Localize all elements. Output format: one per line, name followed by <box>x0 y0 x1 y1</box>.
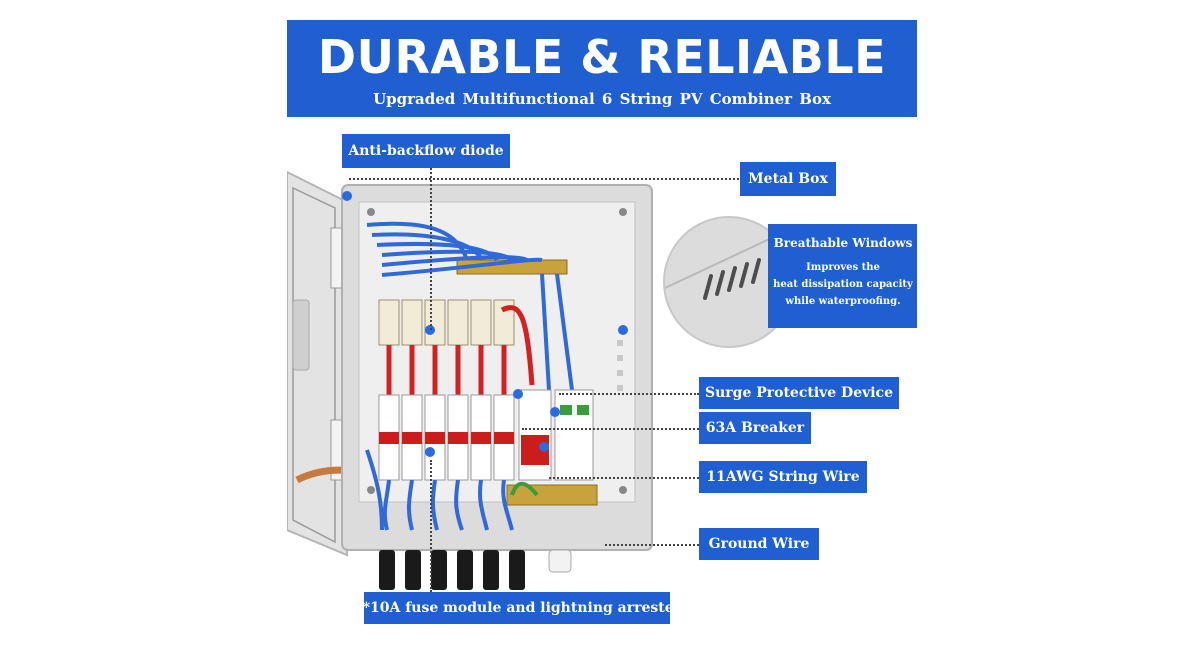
callout-ground-wire: Ground Wire <box>699 528 819 560</box>
leader-line <box>349 178 739 180</box>
page-subtitle: Upgraded Multifunctional 6 String PV Com… <box>373 90 831 108</box>
leader-line <box>430 460 432 592</box>
product-panel: DURABLE & RELIABLE Upgraded Multifunctio… <box>287 20 917 652</box>
breathable-windows-line: heat dissipation capacity <box>773 279 913 290</box>
combiner-box-illustration <box>287 170 653 590</box>
callout-11awg-string-wire: 11AWG String Wire <box>699 461 867 493</box>
leader-line <box>522 428 699 430</box>
header-banner: DURABLE & RELIABLE Upgraded Multifunctio… <box>287 20 917 117</box>
leader-line <box>549 477 699 479</box>
breathable-windows-title: Breathable Windows <box>773 236 913 250</box>
callout-fuse-module: 6*10A fuse module and lightning arrester <box>353 592 681 624</box>
page-title: DURABLE & RELIABLE <box>317 30 887 84</box>
breathable-windows-line: while waterproofing. <box>785 296 901 307</box>
leader-line <box>559 393 699 395</box>
leader-line <box>605 544 699 546</box>
callout-63a-breaker: 63A Breaker <box>699 412 811 444</box>
breathable-windows-line: Improves the <box>806 262 880 273</box>
callout-anti-backflow-diode: Anti-backflow diode <box>342 134 510 168</box>
leader-line <box>430 168 432 330</box>
breathable-windows-card: Breathable Windows Improves the heat dis… <box>768 224 917 328</box>
callout-surge-protective-device: Surge Protective Device <box>699 377 899 409</box>
callout-metal-box: Metal Box <box>740 162 836 196</box>
